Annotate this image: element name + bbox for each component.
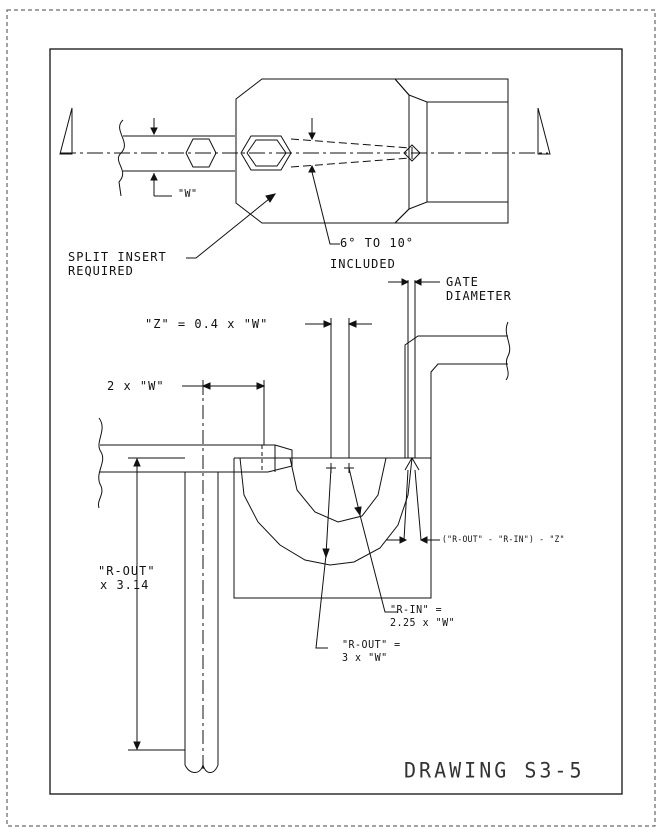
large-hexagon (240, 135, 292, 171)
outer-arc (239, 457, 413, 566)
rin-label-line2: 2.25 x "W" (390, 617, 456, 630)
cavity-box (233, 458, 432, 599)
gate-diamond (403, 144, 421, 162)
taper-hidden-bottom (290, 157, 411, 168)
sprue-outline (404, 335, 508, 458)
angle-arrowhead-bottom (308, 164, 316, 173)
drawing-title: DRAWING S3-5 (404, 757, 585, 783)
runner-break-left (97, 417, 104, 509)
difference-label: ("R-OUT" - "R-IN") - "Z" (442, 534, 565, 545)
nozzle-bore-top (408, 94, 508, 103)
top-view (59, 78, 551, 259)
small-hexagon (185, 138, 217, 168)
z-arrow-right (347, 320, 357, 328)
rin-leader (348, 467, 398, 613)
split-insert-arrowhead (265, 193, 277, 203)
inner-frame (49, 48, 623, 795)
gate-arrow-right (413, 278, 422, 286)
well-break-bottom (184, 763, 219, 773)
gate-arrow-left (401, 278, 410, 286)
gate-cone-right-lower (414, 469, 422, 541)
two-w-arrow-right (256, 382, 266, 390)
gate-cone (404, 457, 420, 471)
angle-leader (311, 171, 340, 245)
gate-label-line2: DIAMETER (446, 288, 512, 304)
angle-arrowhead-top (308, 132, 316, 141)
two-w-arrow-left (201, 382, 211, 390)
angle-label-line2: INCLUDED (330, 256, 396, 272)
rout-label-line1: "R-OUT" = (342, 639, 401, 652)
rout-arrow-top (133, 457, 141, 467)
rout-leader (315, 467, 332, 649)
w-dim-label: "W" (178, 188, 198, 201)
section-arrow-left (59, 107, 73, 155)
section-arrow-right (537, 107, 551, 155)
taper-hidden-top (290, 138, 411, 149)
split-insert-leader (186, 194, 275, 259)
rin-arrowhead (354, 506, 362, 517)
section-view (97, 278, 511, 773)
gate-label-line1: GATE (446, 274, 479, 290)
gate-cone-left-lower (403, 469, 409, 541)
diff-arrow-right (419, 536, 428, 544)
rout-label-line2: 3 x "W" (342, 652, 388, 665)
rout-multiplier-label-line2: x 3.14 (100, 577, 150, 593)
rout-arrowhead (322, 548, 330, 559)
insert-block (235, 78, 410, 224)
z-formula-label: "Z" = 0.4 x "W" (145, 316, 269, 332)
nozzle-bore-bottom (408, 201, 508, 210)
two-w-label: 2 x "W" (107, 378, 165, 394)
outer-dashed-border (6, 9, 656, 827)
large-hexagon-inner (246, 139, 287, 167)
split-insert-label-line2: REQUIRED (68, 263, 134, 279)
sprue-break (505, 321, 511, 381)
rout-arrow-bottom (133, 741, 141, 751)
inner-arc (289, 457, 387, 523)
diff-arrow-left (399, 536, 408, 544)
w-dim-arrow-top (150, 127, 158, 136)
sprue-inner (430, 363, 508, 458)
angle-label-line1: 6° TO 10° (340, 235, 415, 251)
rin-label-line1: "R-IN" = (390, 604, 443, 617)
z-arrow-left (323, 320, 333, 328)
w-dim-arrow-bottom (150, 172, 158, 181)
rout-multiplier-label-line1: "R-OUT" (98, 563, 156, 579)
runner-break-line (117, 119, 125, 197)
split-insert-label-line1: SPLIT INSERT (68, 249, 167, 265)
